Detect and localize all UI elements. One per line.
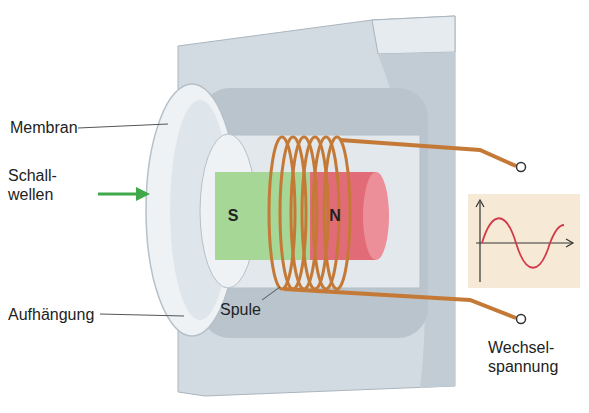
magnet-south <box>215 172 313 260</box>
part-label: Schall- wellen <box>8 166 70 204</box>
housing <box>178 16 455 396</box>
wire <box>284 289 516 318</box>
terminal <box>517 315 526 324</box>
sound-arrowhead <box>136 187 150 201</box>
plot-axes <box>476 200 573 282</box>
wire <box>340 140 516 166</box>
part-label: Spule <box>220 300 261 319</box>
leader-line <box>78 124 280 316</box>
terminal <box>517 163 526 172</box>
magnet-end <box>363 172 389 260</box>
pole-letter: N <box>329 207 341 225</box>
part-label: Membran <box>10 118 78 137</box>
magnet-pole: S <box>218 196 248 236</box>
signal-plot <box>468 194 580 288</box>
sine-wave <box>482 218 564 268</box>
pole-letter: S <box>228 207 239 225</box>
part-label: Wechsel- spannung <box>488 338 578 376</box>
part-label: Aufhängung <box>8 305 94 324</box>
magnet-pole: N <box>320 196 350 236</box>
sound-arrow <box>98 193 140 196</box>
coil <box>269 137 350 289</box>
cavity <box>200 88 428 338</box>
housing-step <box>372 16 455 54</box>
